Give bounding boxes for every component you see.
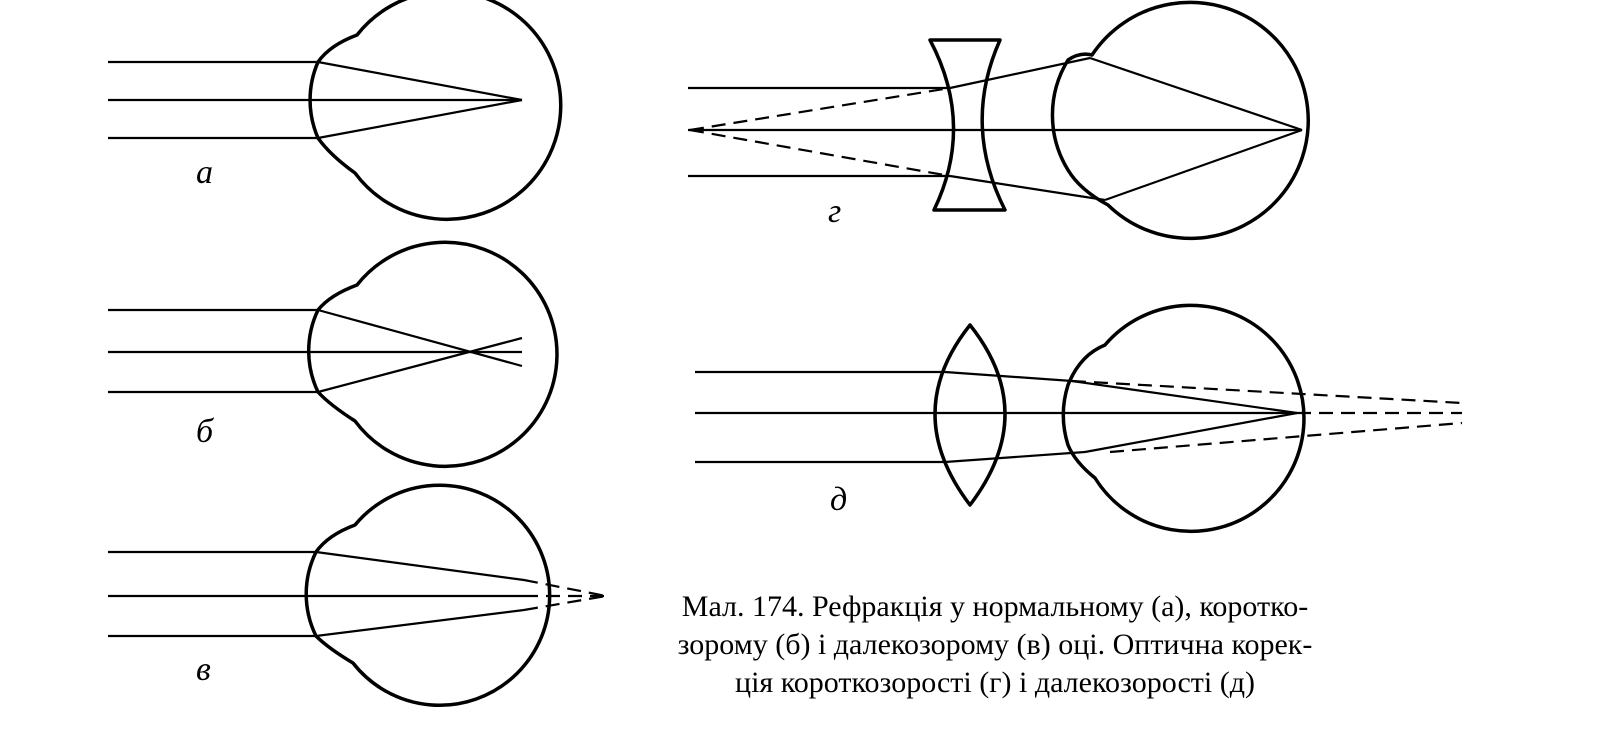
eye-outline <box>1061 303 1306 534</box>
caption-line-1: Мал. 174. Рефракція у нормальному (а), к… <box>681 590 1309 623</box>
diverged-ray-top <box>949 56 1091 90</box>
refracted-ray-top <box>315 550 525 582</box>
panel-b-myopic-eye: б <box>108 240 559 469</box>
refracted-ray-bottom <box>315 608 525 638</box>
refracted-ray-bottom <box>1104 128 1303 202</box>
panel-b-label: б <box>196 413 215 450</box>
panel-g-myopia-correction: г <box>688 0 1310 241</box>
refracted-ray-top <box>317 308 523 368</box>
panel-a-label: а <box>196 154 213 191</box>
extrapolated-ray-top <box>523 578 607 598</box>
converged-ray-top <box>944 370 1073 383</box>
eye-outline <box>307 240 559 469</box>
panel-a-normal-eye: а <box>108 0 563 222</box>
diverged-ray-bottom <box>949 174 1106 202</box>
panel-v-hyperopic-eye: в <box>108 483 607 707</box>
figure-caption: Мал. 174. Рефракція у нормальному (а), к… <box>615 588 1375 702</box>
uncorrected-ray-bottom <box>1109 421 1463 454</box>
caption-line-2: зорому (б) і далекозорому (в) оці. Оптич… <box>677 628 1313 661</box>
converged-ray-bottom <box>944 450 1086 464</box>
panel-g-label: г <box>828 193 841 230</box>
eye-outline <box>1050 0 1310 241</box>
uncorrected-ray-top <box>1071 379 1463 405</box>
diverging-lens <box>928 38 1007 212</box>
panel-d-label: д <box>830 481 847 518</box>
panel-v-label: в <box>196 651 211 688</box>
extrapolated-ray-bottom <box>523 594 607 612</box>
virtual-ray-top <box>689 86 951 132</box>
converging-lens <box>933 323 1007 507</box>
eye-outline <box>308 0 563 222</box>
refracted-ray-top <box>317 60 523 102</box>
eye-outline <box>304 483 552 707</box>
virtual-ray-bottom <box>689 128 951 178</box>
refracted-ray-bottom <box>317 98 523 140</box>
panel-d-hyperopia-correction: д <box>695 303 1463 534</box>
refracted-ray-bottom <box>1084 411 1298 454</box>
caption-line-3: ція короткозорості (г) і далекозорості (… <box>735 666 1255 699</box>
refracted-ray-bottom <box>317 336 523 394</box>
refracted-ray-top <box>1089 56 1303 132</box>
refracted-ray-top <box>1071 379 1298 415</box>
